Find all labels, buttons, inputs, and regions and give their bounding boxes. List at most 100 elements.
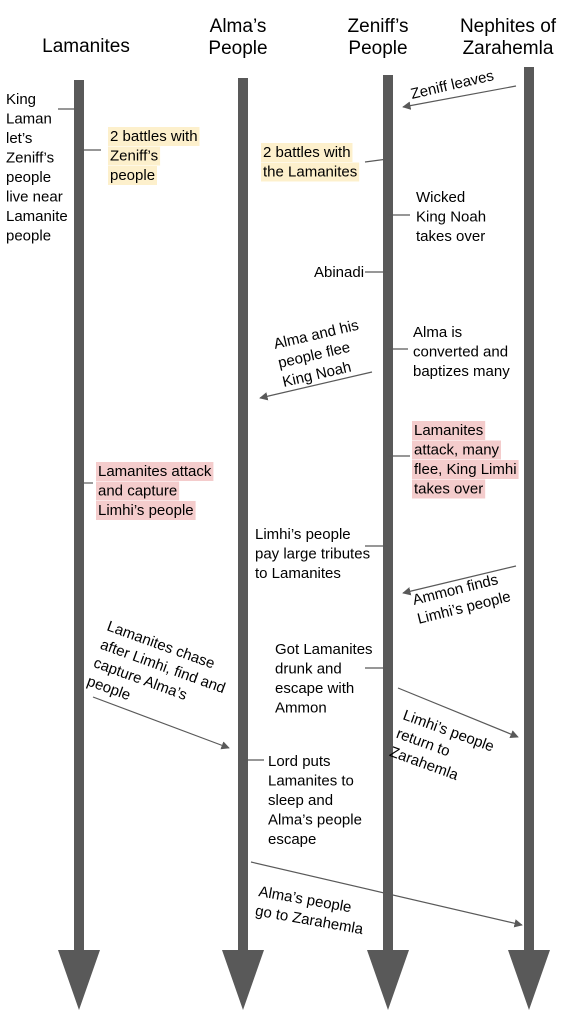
event-line: converted and xyxy=(413,344,508,361)
event-line: 2 battles with xyxy=(110,128,198,145)
column-header-line: Nephites of xyxy=(460,16,557,37)
event-text: Lamanites chaseafter Limhi, find andcapt… xyxy=(85,618,235,734)
event-limhi-return: Limhi’s peoplereturn toZarahemla xyxy=(387,707,496,784)
timeline-line-lamanites xyxy=(74,80,84,955)
column-header-line: Zeniff’s xyxy=(348,16,409,37)
connector-tick xyxy=(364,158,389,163)
highlight-band xyxy=(261,162,360,182)
highlight-band xyxy=(108,127,200,146)
event-line: Limhi’s people xyxy=(255,526,351,543)
event-line: King xyxy=(6,91,36,108)
event-line: Lamanite xyxy=(6,208,68,225)
column-header-line: Lamanites xyxy=(42,36,130,57)
event-line: King Noah xyxy=(416,209,486,226)
event-line: sleep and xyxy=(268,792,333,809)
highlight-band xyxy=(412,421,486,440)
event-alma-flees: Alma and hispeople fleeKing Noah xyxy=(272,317,369,391)
event-line: people xyxy=(6,228,51,245)
event-line: takes over xyxy=(416,228,485,245)
event-line: Alma is xyxy=(413,324,462,341)
connector-arrow xyxy=(92,696,230,750)
event-line: flee, King Limhi xyxy=(414,461,517,478)
event-line: attack, many xyxy=(414,442,500,459)
event-line: Abinadi xyxy=(314,264,364,281)
event-text: Limhi’s people pay large tributes to Laman… xyxy=(255,526,370,582)
event-lamanites-attack-limhi: Lamanites attack, many flee, King Limhi tak… xyxy=(412,421,519,499)
event-text: Alma and hispeople fleeKing Noah xyxy=(272,317,369,391)
column-header-line: Alma’s xyxy=(210,16,267,37)
event-line: Zeniff’s xyxy=(6,150,54,167)
highlight-band xyxy=(261,143,353,162)
event-line: people xyxy=(110,167,155,184)
event-line: Lord puts xyxy=(268,753,331,770)
event-line: Got Lamanites xyxy=(275,641,373,658)
event-line: Lamanites attack xyxy=(98,463,212,480)
highlight-band xyxy=(412,440,501,460)
event-lamanites-chase: Lamanites chaseafter Limhi, find andcapt… xyxy=(85,618,235,734)
event-alma-to-zarahemla: Alma’s peoplego to Zarahemla xyxy=(254,883,365,938)
column-header-line: People xyxy=(208,38,267,59)
event-line: Ammon xyxy=(275,700,327,717)
highlight-band xyxy=(96,501,196,520)
event-line: 2 battles with xyxy=(263,144,351,161)
event-abinadi: Abinadi xyxy=(314,264,364,281)
event-line: baptizes many xyxy=(413,363,510,380)
connector-arrow xyxy=(397,687,519,739)
event-text: Lamanites attack, many flee, King Limhi tak… xyxy=(414,422,517,498)
highlight-band xyxy=(96,481,180,501)
highlight-band xyxy=(108,166,157,185)
timeline-arrowhead-almas-people xyxy=(222,950,264,1010)
event-limhi-tributes: Limhi’s people pay large tributes to Laman… xyxy=(255,526,370,582)
connector-arrow xyxy=(259,371,373,401)
highlight-band xyxy=(108,146,161,166)
highlight-band xyxy=(96,462,214,481)
event-line: live near xyxy=(6,189,63,206)
event-line: Lamanites xyxy=(414,422,483,439)
column-header-line: Zarahemla xyxy=(463,38,554,59)
event-text: Ammon findsLimhi’s people xyxy=(411,569,513,628)
column-header-line: People xyxy=(348,38,407,59)
timeline-line-almas-people xyxy=(238,78,248,955)
connector-arrow xyxy=(402,85,517,110)
event-line: takes over xyxy=(414,481,483,498)
highlight-band xyxy=(412,460,519,479)
event-line: Lamanites to xyxy=(268,773,354,790)
event-line: and capture xyxy=(98,483,177,500)
event-line: drunk and xyxy=(275,661,342,678)
timeline-line-nephites-of-zarahemla xyxy=(524,67,534,955)
event-line: people xyxy=(6,169,51,186)
event-line: the Lamanites xyxy=(263,164,357,181)
event-line: to Lamanites xyxy=(255,565,341,582)
event-alma-converted: Alma is converted and baptizes many xyxy=(413,324,510,380)
event-line: Limhi’s people xyxy=(98,502,194,519)
timeline-arrowhead-nephites-of-zarahemla xyxy=(508,950,550,1010)
event-text: 2 battles with the Lamanites xyxy=(263,144,357,181)
timeline-arrowhead-lamanites xyxy=(58,950,100,1010)
event-line: pay large tributes xyxy=(255,546,370,563)
event-text: Alma is converted and baptizes many xyxy=(413,324,510,380)
event-line: Zeniff’s xyxy=(110,148,158,165)
event-line: Laman xyxy=(6,111,52,128)
column-header-lamanites: Lamanites xyxy=(42,36,130,57)
connector-arrow xyxy=(250,861,523,928)
event-two-battles-zeniff-side: 2 battles with the Lamanites xyxy=(261,143,360,182)
timeline-arrowhead-zeniffs-people xyxy=(367,950,409,1010)
event-line: Alma’s people xyxy=(268,812,362,829)
event-line: Wicked xyxy=(416,189,465,206)
connector-arrow xyxy=(402,565,517,596)
